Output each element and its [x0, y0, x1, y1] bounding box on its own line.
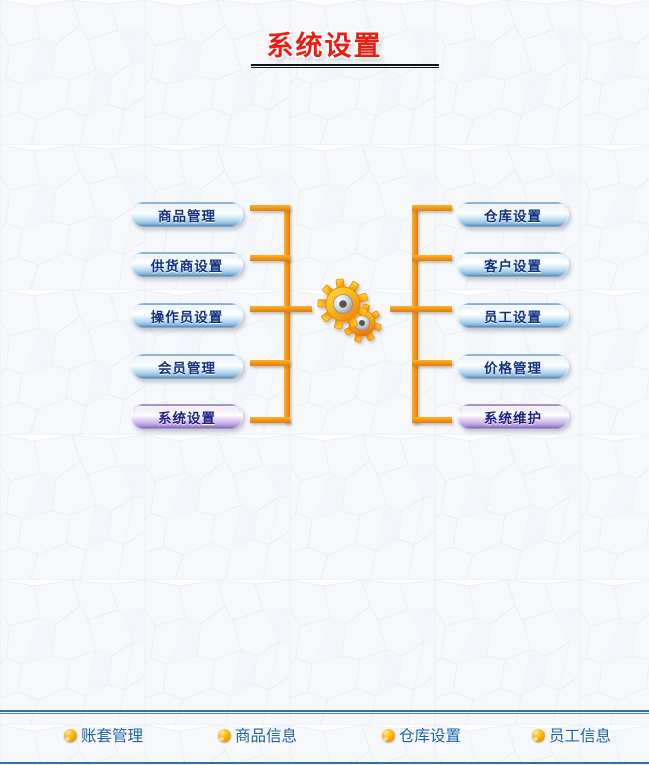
menu-button-label: 操作员设置: [150, 309, 224, 326]
menu-button-label: 会员管理: [158, 360, 216, 377]
status-bar-item-2[interactable]: 商品信息: [218, 724, 297, 746]
menu-button-left-3[interactable]: 操作员设置: [131, 303, 243, 328]
menu-button-right-2[interactable]: 客户设置: [457, 252, 569, 277]
title-underline: [251, 64, 439, 68]
page-title: 系统设置: [266, 31, 383, 62]
menu-button-label: 客户设置: [484, 258, 542, 275]
status-bar: 账套管理 商品信息 仓库设置 员工信息: [0, 710, 649, 765]
right-connector-bracket: [390, 205, 452, 423]
menu-button-label: 员工设置: [484, 309, 542, 326]
page-title-area: 系统设置: [0, 24, 649, 63]
orange-bullet-icon: [532, 728, 545, 742]
menu-button-right-1[interactable]: 仓库设置: [457, 202, 569, 227]
menu-button-left-5[interactable]: 系统设置: [131, 404, 243, 429]
gears-icon: [317, 278, 382, 343]
menu-button-label: 系统维护: [484, 410, 542, 427]
status-bar-item-label: 仓库设置: [399, 727, 462, 745]
menu-button-right-3[interactable]: 员工设置: [457, 303, 569, 328]
menu-button-label: 仓库设置: [484, 208, 542, 225]
orange-bullet-icon: [64, 728, 77, 742]
menu-button-label: 商品管理: [158, 208, 216, 225]
menu-button-right-4[interactable]: 价格管理: [457, 354, 569, 379]
menu-button-left-1[interactable]: 商品管理: [131, 202, 243, 227]
status-bar-item-4[interactable]: 员工信息: [532, 724, 611, 746]
menu-button-label: 价格管理: [484, 360, 542, 377]
menu-button-label: 系统设置: [158, 410, 216, 427]
menu-button-left-4[interactable]: 会员管理: [131, 354, 243, 379]
menu-button-left-2[interactable]: 供货商设置: [131, 252, 243, 277]
status-bar-item-3[interactable]: 仓库设置: [382, 724, 461, 746]
menu-button-right-5[interactable]: 系统维护: [457, 404, 569, 429]
menu-button-label: 供货商设置: [150, 258, 224, 275]
orange-bullet-icon: [218, 728, 231, 742]
status-bar-item-1[interactable]: 账套管理: [64, 724, 143, 746]
orange-bullet-icon: [382, 728, 395, 742]
status-bar-item-label: 账套管理: [81, 727, 144, 745]
status-bar-item-label: 员工信息: [549, 727, 612, 745]
status-bar-item-label: 商品信息: [235, 727, 298, 745]
left-connector-bracket: [250, 205, 312, 423]
